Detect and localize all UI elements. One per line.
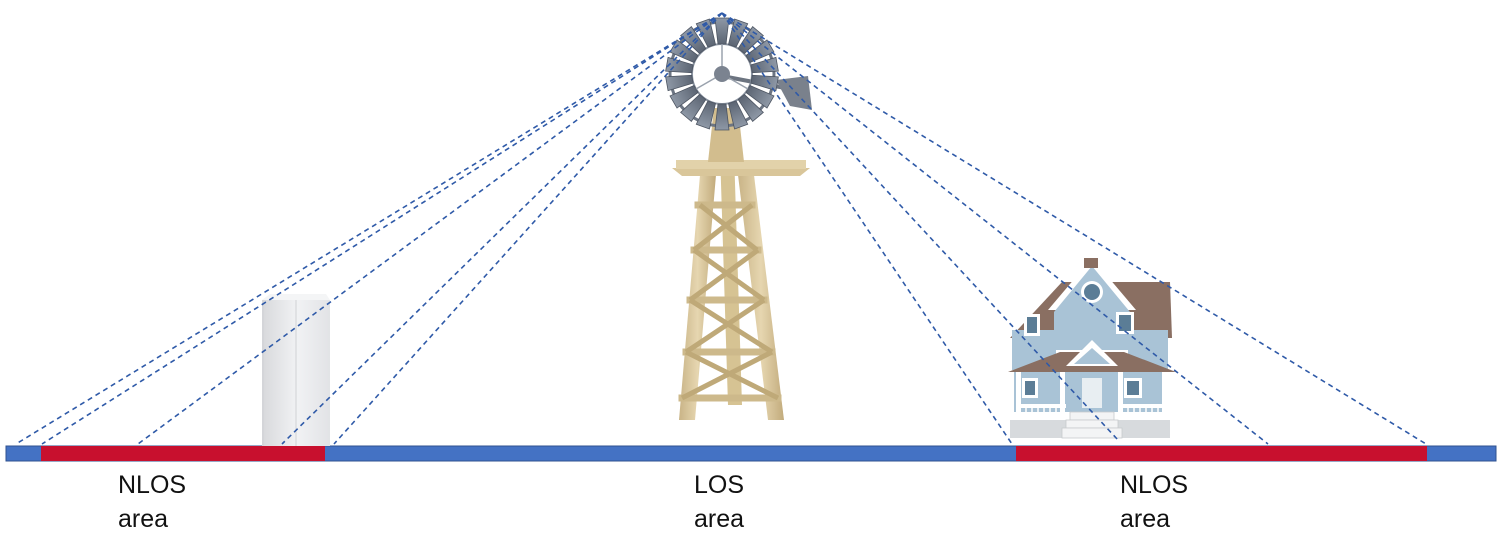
house-icon bbox=[1008, 258, 1176, 439]
windmill-icon bbox=[665, 17, 812, 420]
label-line: area bbox=[694, 505, 745, 533]
nlos-zone-right bbox=[1016, 446, 1427, 461]
nlos-zone-left bbox=[41, 446, 325, 461]
nlos-area-label-right: NLOS area bbox=[1120, 468, 1188, 536]
label-line: NLOS bbox=[1120, 471, 1189, 499]
label-line: area bbox=[1120, 505, 1171, 533]
building-block-icon bbox=[262, 294, 330, 446]
nlos-area-label-left: NLOS area bbox=[118, 468, 186, 536]
label-line: area bbox=[118, 505, 169, 533]
los-area-label: LOS area bbox=[694, 468, 744, 536]
label-line: LOS bbox=[694, 471, 745, 499]
signal-rays bbox=[15, 12, 1427, 445]
label-line: NLOS bbox=[118, 471, 187, 499]
